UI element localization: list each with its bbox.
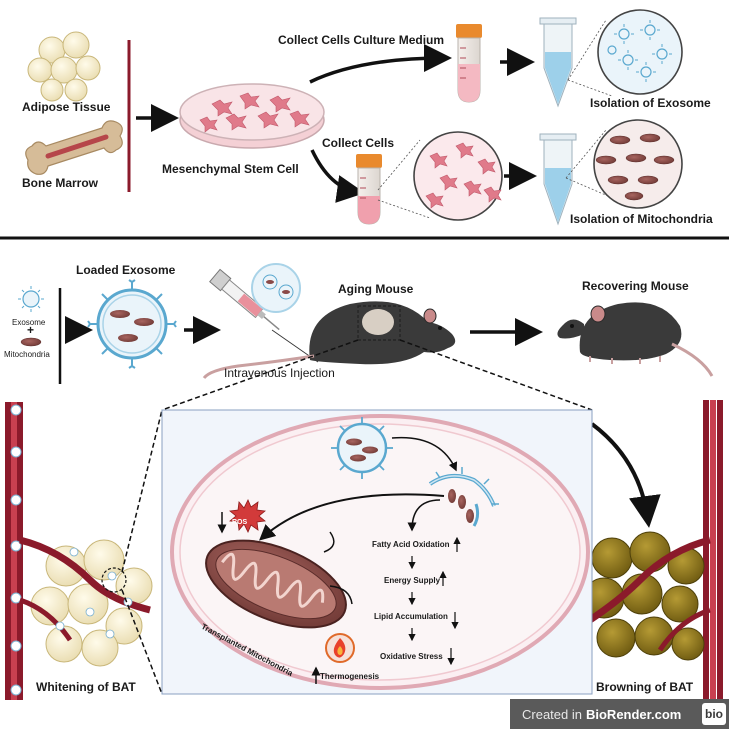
- cells-tube-icon: [356, 154, 382, 225]
- msc-label: Mesenchymal Stem Cell: [162, 162, 299, 176]
- vessel-exosomes: [10, 404, 22, 696]
- white-bat-cluster: [19, 536, 153, 667]
- watermark-created-in: Created in: [522, 706, 582, 722]
- thermogenesis-label: Thermogenesis: [320, 672, 380, 681]
- cell-exosome-icon: [331, 417, 393, 479]
- ros-label: ROS: [232, 519, 248, 526]
- mitochondria-label: Mitochondria: [4, 350, 50, 359]
- zoom-lines-mito: [565, 129, 609, 197]
- loaded-exosome-icon: [87, 279, 177, 369]
- recovering-mouse-label: Recovering Mouse: [582, 279, 689, 293]
- syringe-icon: [209, 268, 280, 331]
- cascade-oxidative-stress: Oxidative Stress: [380, 652, 443, 661]
- arrow-to-cascade: [407, 499, 441, 532]
- collect-cells-label: Collect Cells: [322, 136, 395, 150]
- bat-zoom-lines: [121, 409, 163, 695]
- loaded-exosome-label: Loaded Exosome: [76, 263, 176, 277]
- petri-dish-icon: [179, 83, 325, 149]
- adipose-tissue-label: Adipose Tissue: [22, 100, 111, 114]
- syringe-zoom-circle: [251, 263, 301, 313]
- collect-medium-label: Collect Cells Culture Medium: [278, 33, 445, 47]
- isolation-mito-label: Isolation of Mitochondria: [570, 212, 713, 226]
- right-blood-vessel: [703, 400, 723, 700]
- browning-label: Browning of BAT: [596, 680, 694, 694]
- arrow-to-browning: [590, 422, 661, 528]
- thermogenesis-flame-icon: [325, 633, 355, 663]
- biorender-logo-icon: bio: [702, 703, 726, 725]
- exosome-label: Exosome: [12, 318, 46, 327]
- aging-mouse-icon: [202, 301, 456, 380]
- biorender-watermark[interactable]: Created in BioRender.com bio: [510, 699, 729, 729]
- plus-sign: +: [27, 323, 35, 337]
- cells-zoom-circle: [413, 131, 503, 221]
- ruptured-exosome-icon: [428, 467, 499, 527]
- isolation-exosome-label: Isolation of Exosome: [590, 96, 711, 110]
- arrow-exosome-release: [391, 436, 458, 472]
- arrow-to-medium: [309, 44, 452, 84]
- arrow-to-cells: [310, 149, 365, 203]
- adipose-tissue-icon: [27, 31, 101, 102]
- whitening-label: Whitening of BAT: [36, 680, 136, 694]
- recovering-mouse-icon: [557, 302, 714, 377]
- small-exosome-icon: [18, 286, 44, 312]
- medium-tube-icon: [456, 24, 482, 103]
- watermark-brand: BioRender.com: [585, 706, 682, 722]
- cascade-trend-arrows: [439, 536, 461, 666]
- ros-burst-icon: [229, 499, 266, 533]
- cascade-energy-supply: Energy Supply: [384, 576, 441, 585]
- aging-mouse-label: Aging Mouse: [338, 282, 414, 296]
- exosome-eppendorf-icon: [539, 17, 577, 108]
- cascade-fatty-acid: Fatty Acid Oxidation: [372, 540, 450, 549]
- zoom-trapezoid: [161, 339, 593, 411]
- zoom-lines-cells: [377, 139, 431, 219]
- mito-zoom-circle: [593, 119, 683, 209]
- brown-bat-cluster: [583, 531, 711, 661]
- bone-marrow-label: Bone Marrow: [22, 176, 99, 190]
- arrow-to-mitochondrion: [259, 493, 445, 541]
- cascade-lipid-accumulation: Lipid Accumulation: [374, 612, 448, 621]
- small-mito-icon: [20, 337, 42, 347]
- mito-eppendorf-icon: [539, 133, 577, 226]
- exosome-zoom-circle: [597, 9, 683, 95]
- bone-marrow-icon: [25, 120, 123, 175]
- transplanted-mitochondrion-icon: [205, 539, 347, 629]
- intravenous-label: Intravenous Injection: [224, 366, 335, 380]
